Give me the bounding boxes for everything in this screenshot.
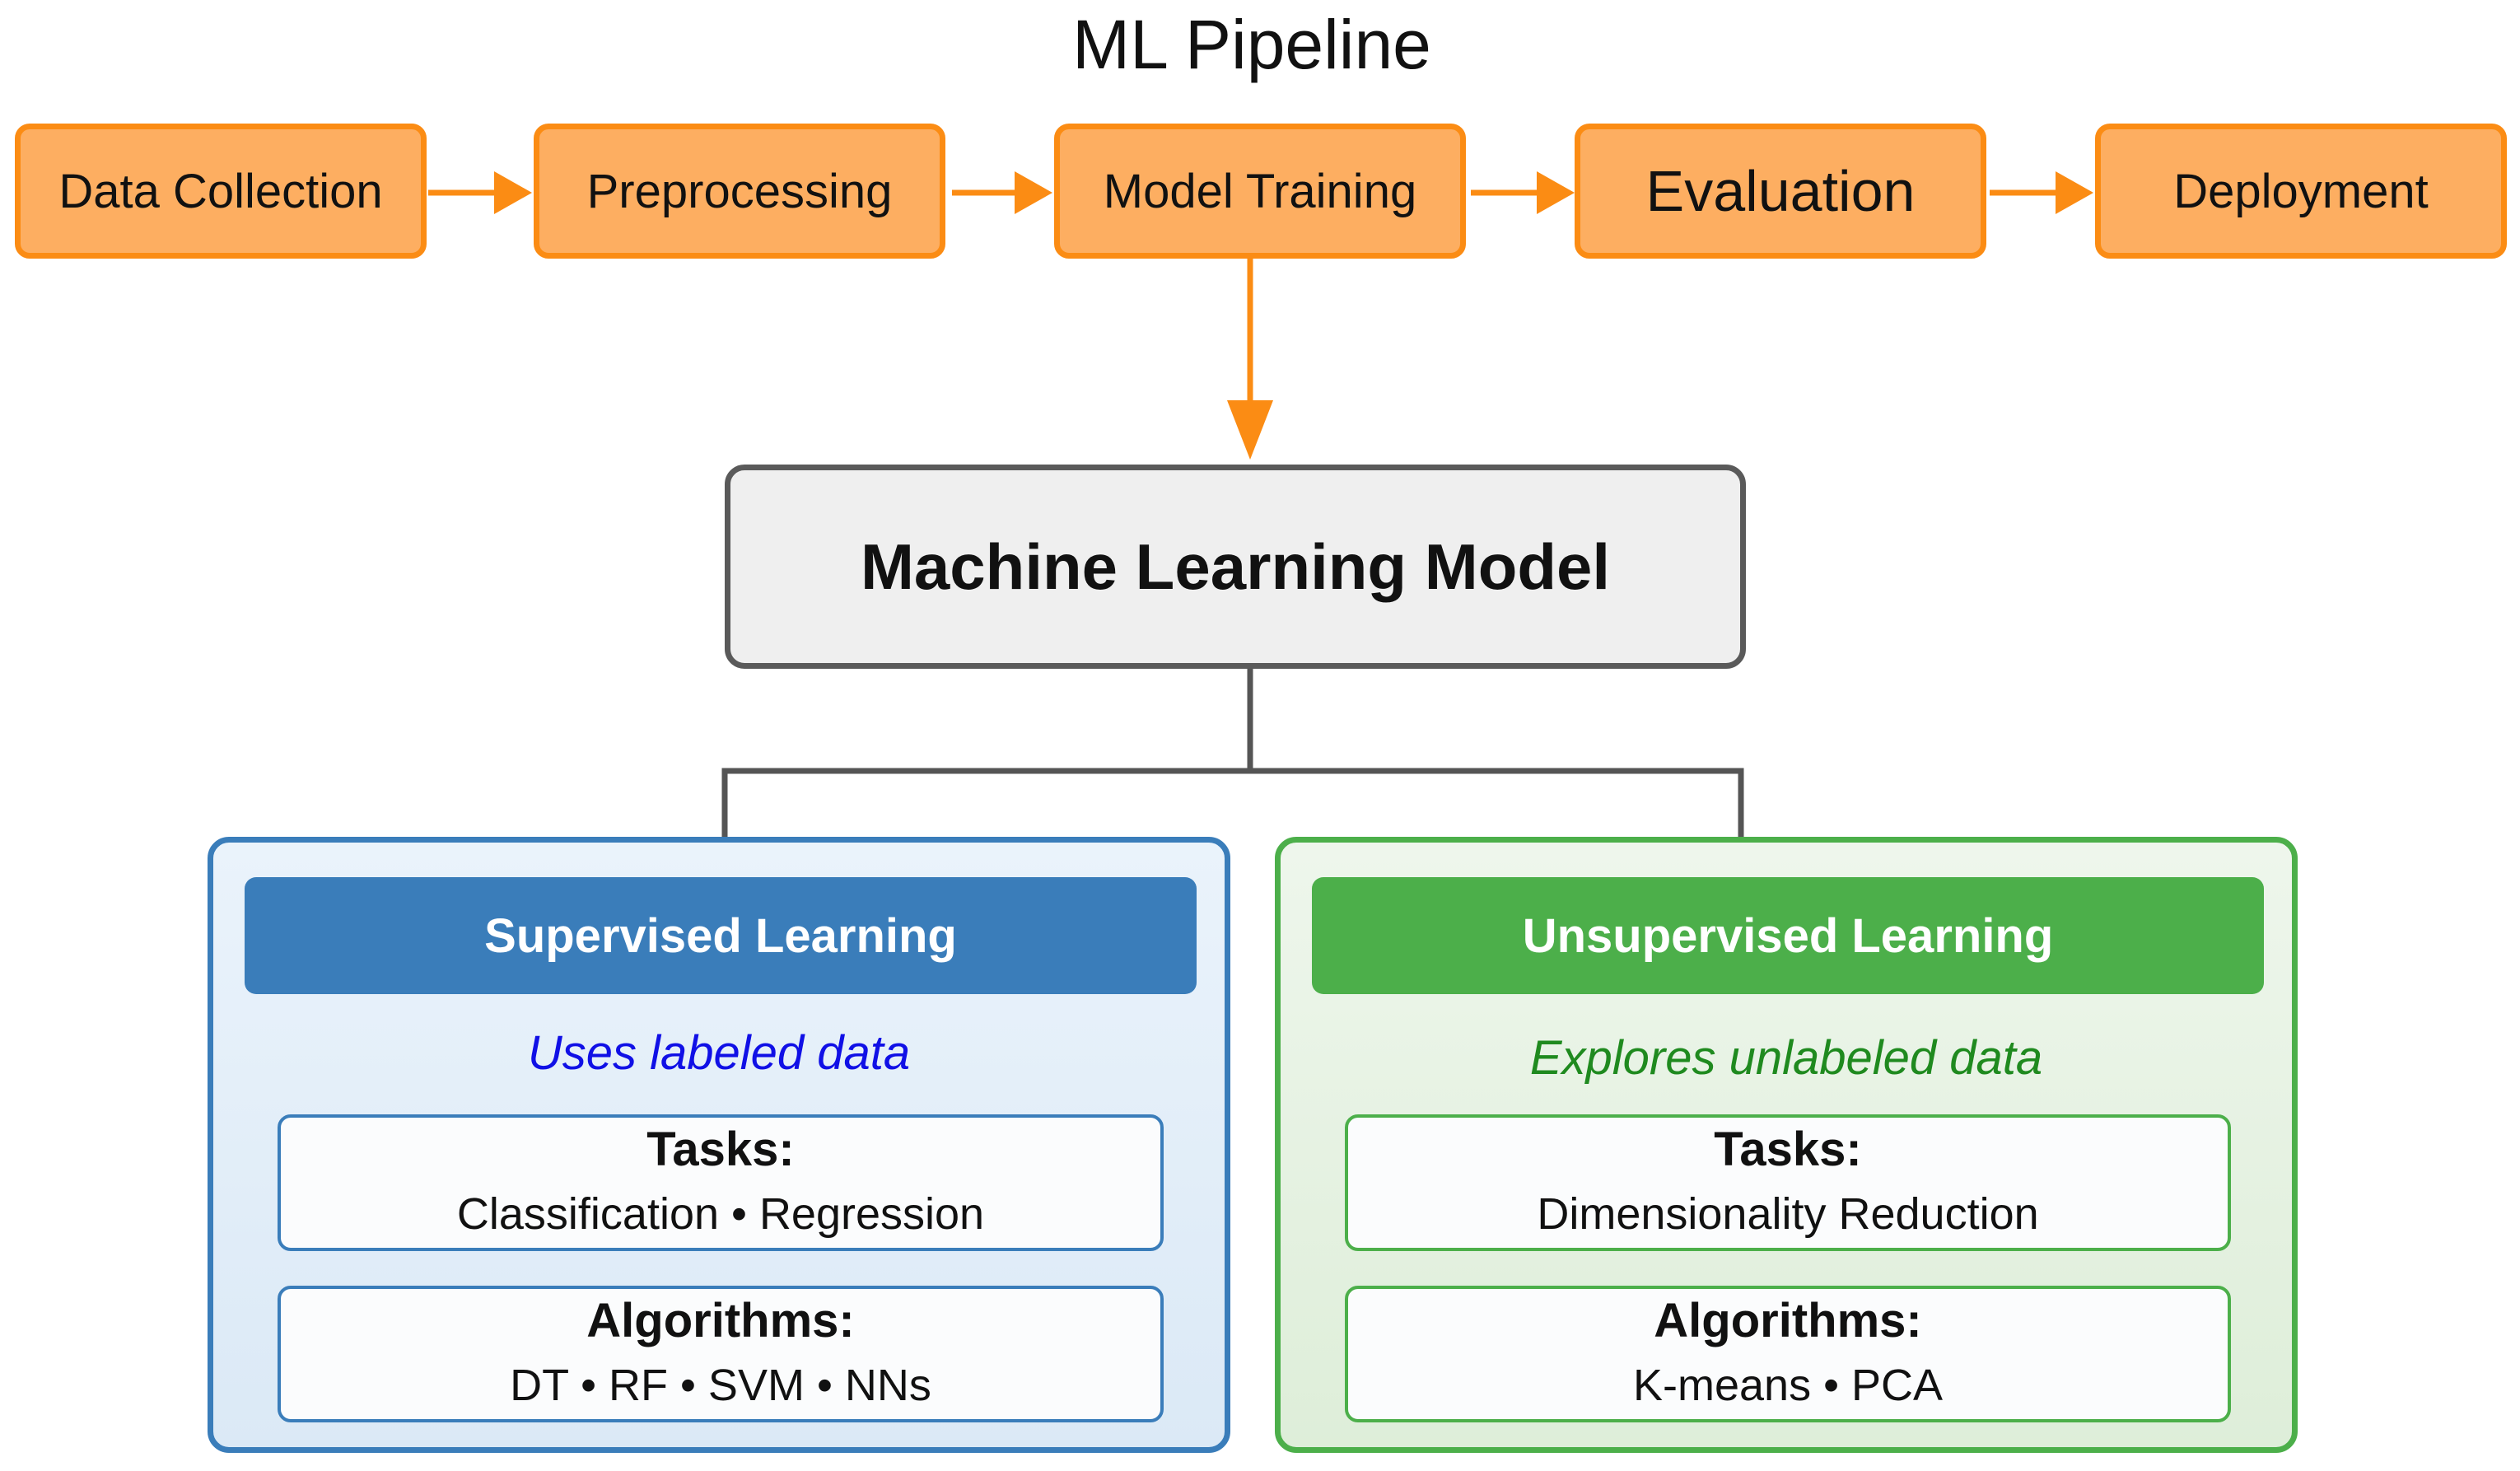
arrowhead-evaluation-to-deployment	[2056, 171, 2093, 214]
arrowhead-collection-to-preprocessing	[494, 171, 532, 214]
step-model-training: Model Training	[1054, 124, 1466, 259]
unsupervised-tasks-list: Dimensionality Reduction	[1537, 1189, 2039, 1239]
supervised-algorithms-list: DT • RF • SVM • NNs	[510, 1361, 931, 1410]
machine-learning-model-node: Machine Learning Model	[725, 465, 1746, 669]
supervised-learning-description: Uses labeled data	[527, 1026, 911, 1080]
diagram-title: ML Pipeline	[1072, 6, 1431, 83]
unsupervised-learning-header: Unsupervised Learning	[1312, 877, 2264, 994]
arrowhead-preprocessing-to-training	[1015, 171, 1052, 214]
arrowhead-training-to-evaluation	[1537, 171, 1575, 214]
step-data-collection: Data Collection	[15, 124, 427, 259]
unsupervised-tasks-label: Tasks:	[1714, 1123, 1862, 1176]
step-evaluation: Evaluation	[1575, 124, 1986, 259]
unsupervised-tasks-box: Tasks: Dimensionality Reduction	[1345, 1114, 2231, 1251]
branch-connector	[721, 669, 1253, 838]
arrowhead-training-to-model	[1227, 400, 1273, 460]
step-preprocessing: Preprocessing	[534, 124, 945, 259]
unsupervised-algorithms-list: K-means • PCA	[1632, 1361, 1944, 1410]
supervised-algorithms-box: Algorithms: DT • RF • SVM • NNs	[278, 1286, 1164, 1422]
step-deployment: Deployment	[2095, 124, 2507, 259]
supervised-algorithms-label: Algorithms:	[586, 1294, 855, 1347]
supervised-tasks-label: Tasks:	[646, 1123, 795, 1176]
branch-connector-right	[1250, 768, 1744, 838]
unsupervised-algorithms-box: Algorithms: K-means • PCA	[1345, 1286, 2231, 1422]
unsupervised-algorithms-label: Algorithms:	[1654, 1294, 1922, 1347]
unsupervised-learning-panel: Unsupervised Learning Explores unlabeled…	[1275, 837, 2298, 1453]
supervised-learning-header: Supervised Learning	[245, 877, 1197, 994]
supervised-tasks-box: Tasks: Classification • Regression	[278, 1114, 1164, 1251]
unsupervised-learning-description: Explores unlabeled data	[1529, 1031, 2043, 1085]
supervised-tasks-list: Classification • Regression	[456, 1189, 985, 1239]
supervised-learning-panel: Supervised Learning Uses labeled data Ta…	[208, 837, 1230, 1453]
